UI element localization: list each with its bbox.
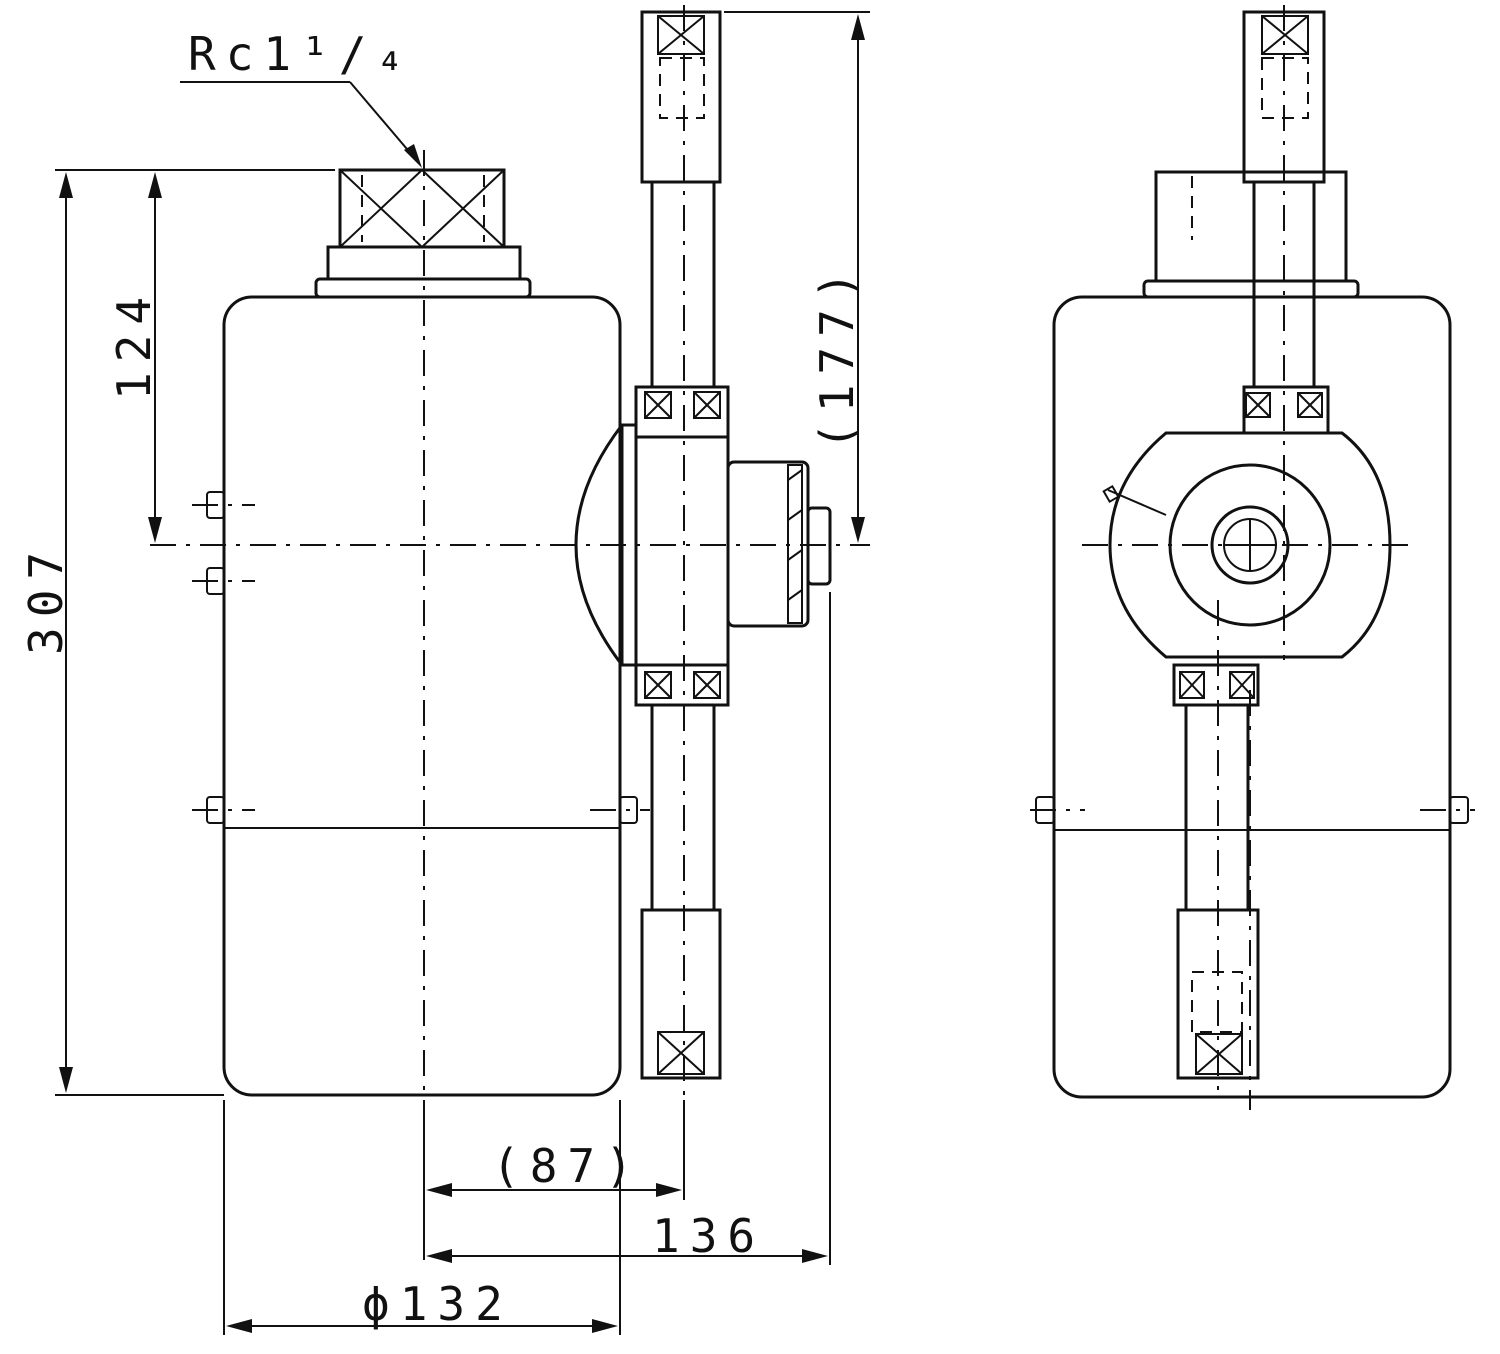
diameter-label: ϕ132	[362, 1277, 513, 1331]
front-view	[1030, 5, 1475, 1110]
shaft-assembly	[574, 5, 832, 1195]
offset-shaft-label: (87)	[492, 1139, 643, 1193]
plug-hex	[338, 168, 506, 249]
flange-arc	[574, 424, 624, 666]
upper-bearing-mark	[657, 15, 705, 55]
lower-coupling	[640, 908, 722, 1080]
height-shaft-label: (177)	[810, 262, 864, 450]
dimensions: Rc1¹/₄ 307 124 (177) (87) 136	[19, 11, 870, 1335]
height-upper-label: 124	[107, 287, 161, 400]
thread-spec-label: Rc1¹/₄	[188, 27, 414, 81]
front-cap	[1154, 170, 1348, 283]
upper-coupling	[640, 10, 722, 184]
body-outline	[222, 295, 622, 1097]
front-cap-flange	[1142, 279, 1360, 299]
width-total-label: 136	[652, 1209, 765, 1263]
front-gear-housing	[1108, 431, 1392, 659]
bolt	[619, 796, 638, 824]
plug-cross	[339, 169, 423, 248]
height-total-label: 307	[19, 542, 73, 655]
side-view	[150, 5, 870, 1260]
gear-housing	[634, 435, 730, 667]
plug-cross	[421, 169, 505, 248]
